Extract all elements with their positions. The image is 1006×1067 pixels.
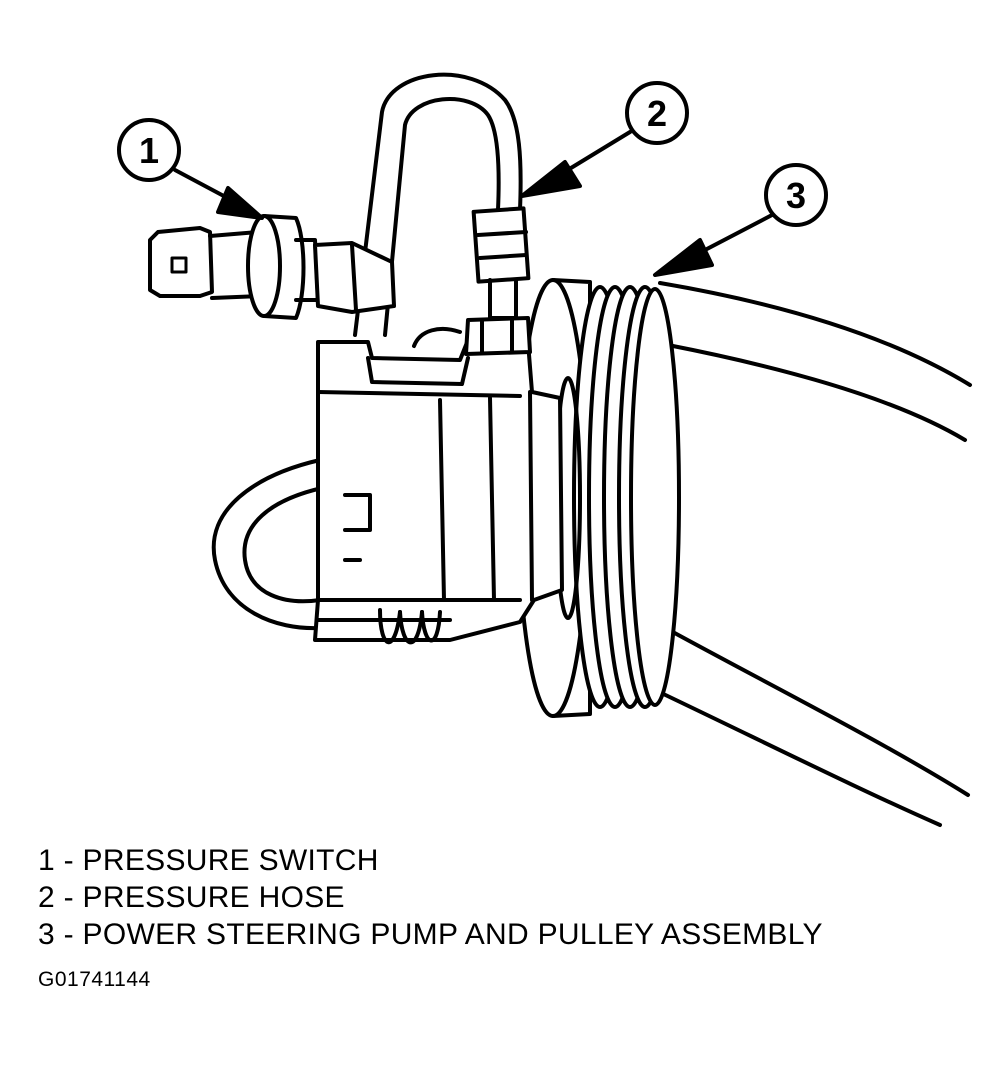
- legend-item-3: 3 - POWER STEERING PUMP AND PULLEY ASSEM…: [38, 918, 823, 951]
- pressure-switch: [148, 214, 396, 320]
- pulley: [516, 278, 681, 718]
- legend-item-2: 2 - PRESSURE HOSE: [38, 881, 345, 914]
- legend: 1 - PRESSURE SWITCH 2 - PRESSURE HOSE 3 …: [38, 842, 823, 953]
- pump-body: [313, 326, 564, 645]
- callout-3: 3: [764, 163, 828, 227]
- legend-item-1: 1 - PRESSURE SWITCH: [38, 844, 379, 877]
- pressure-hose: [353, 72, 532, 356]
- callout-2: 2: [625, 81, 689, 145]
- leader-arrows: [173, 130, 774, 277]
- drive-belt-lines: [653, 281, 972, 827]
- callout-3-number: 3: [786, 175, 806, 216]
- callout-1-number: 1: [139, 130, 159, 171]
- callout-2-number: 2: [647, 93, 667, 134]
- return-hose: [211, 458, 324, 631]
- pump-diagram: 1 2 3: [117, 72, 972, 827]
- callout-1: 1: [117, 118, 181, 182]
- figure-code: G01741144: [38, 968, 151, 991]
